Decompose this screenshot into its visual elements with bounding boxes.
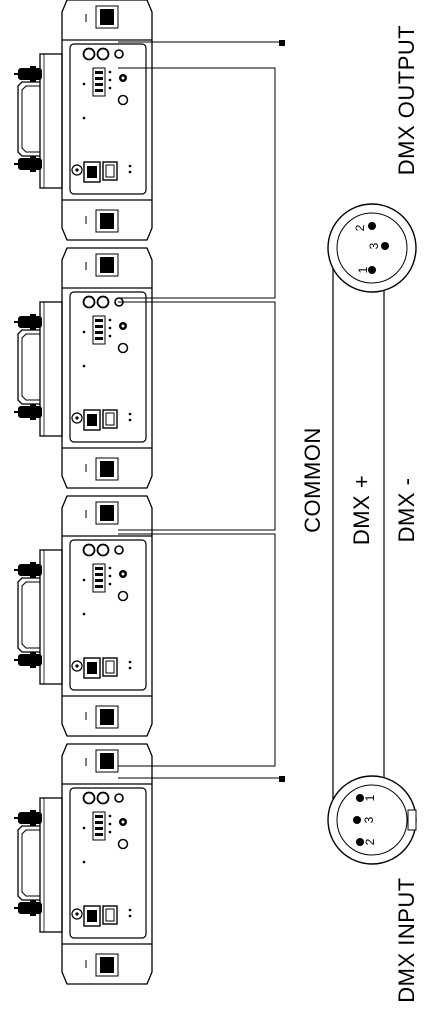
dmx-input-label: DMX INPUT bbox=[394, 877, 419, 1003]
fixture-4 bbox=[13, 743, 153, 985]
input-pin-3: 3 bbox=[362, 816, 376, 823]
common-label: COMMON bbox=[300, 427, 325, 533]
dmx-daisy-chain-wiring bbox=[118, 40, 285, 782]
fixture-1 bbox=[13, 0, 153, 241]
output-pin-1: 1 bbox=[356, 266, 370, 273]
dmx-plus-label: DMX + bbox=[349, 475, 374, 545]
input-pin-2: 2 bbox=[363, 838, 377, 845]
input-pin-1: 1 bbox=[363, 794, 377, 801]
dmx-input-connector: 1 3 2 bbox=[327, 775, 417, 865]
fixture-2 bbox=[13, 247, 153, 489]
output-pin-2: 2 bbox=[353, 224, 367, 231]
dmx-minus-label: DMX - bbox=[394, 478, 419, 543]
fixture-3 bbox=[13, 495, 153, 737]
dmx-output-label: DMX OUTPUT bbox=[394, 25, 419, 175]
dmx-output-connector: 1 3 2 bbox=[327, 203, 417, 293]
output-pin-3: 3 bbox=[367, 242, 381, 249]
